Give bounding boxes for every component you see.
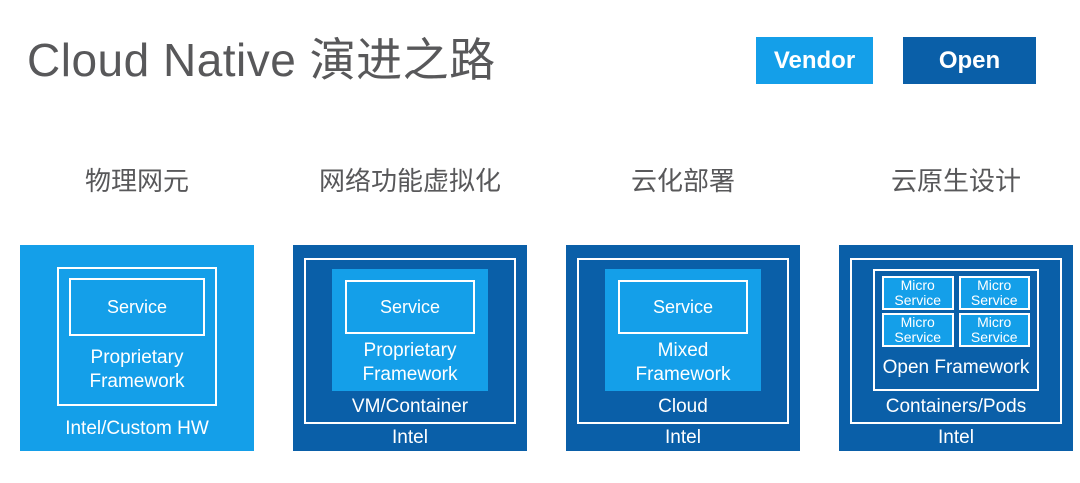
stage-nfv: 网络功能虚拟化 Service Proprietary Framework VM… (293, 155, 527, 451)
service-box: Service (345, 280, 475, 334)
framework-label: Open Framework (882, 357, 1030, 379)
micro-service-label: Micro Service (894, 313, 942, 345)
micro-service-label: Micro Service (970, 276, 1018, 308)
micro-service-box: Micro Service (958, 313, 1030, 347)
platform-label: Intel (938, 426, 974, 448)
framework-label: Proprietary Framework (345, 334, 475, 391)
service-box: Service (618, 280, 748, 334)
micro-service-box: Micro Service (882, 313, 954, 347)
legend-vendor-button: Vendor (756, 37, 873, 84)
stages-row: 物理网元 Service Proprietary Framework Intel… (20, 155, 1073, 451)
page-title: Cloud Native 演进之路 (27, 34, 496, 86)
framework-box-physical: Service Proprietary Framework (57, 267, 217, 406)
stage-box-nfv: Service Proprietary Framework VM/Contain… (293, 245, 527, 451)
runtime-label: Containers/Pods (885, 395, 1027, 417)
stage-header-cloud-native: 云原生设计 (890, 166, 1021, 196)
stage-header-nfv: 网络功能虚拟化 (318, 166, 501, 196)
framework-label: Proprietary Framework (69, 336, 205, 404)
micro-service-box: Micro Service (882, 276, 954, 310)
stage-cloud-native: 云原生设计 Micro Service Micro Service Micro … (839, 155, 1073, 451)
runtime-label: VM/Container (351, 395, 469, 417)
runtime-label: Cloud (658, 395, 708, 417)
micro-service-grid: Micro Service Micro Service Micro Servic… (882, 276, 1030, 347)
framework-label: Mixed Framework (618, 334, 748, 391)
platform-label: Intel (392, 426, 428, 448)
stage-physical: 物理网元 Service Proprietary Framework Intel… (20, 155, 254, 451)
framework-label-text: Mixed Framework (635, 339, 731, 385)
framework-label-text: Proprietary Framework (89, 347, 185, 392)
stage-box-cloud: Service Mixed Framework Cloud Intel (566, 245, 800, 451)
platform-label: Intel (665, 426, 701, 448)
legend-open-button: Open (903, 37, 1036, 84)
framework-label-text: Proprietary Framework (362, 339, 458, 385)
micro-service-label: Micro Service (894, 276, 942, 308)
service-box: Service (69, 278, 205, 336)
platform-label: Intel/Custom HW (65, 417, 209, 439)
stage-header-physical: 物理网元 (84, 166, 189, 196)
framework-box-nfv: Service Proprietary Framework (332, 269, 488, 391)
legend: Vendor Open (756, 37, 1036, 84)
stage-box-cloud-native: Micro Service Micro Service Micro Servic… (839, 245, 1073, 451)
runtime-box-cloud: Service Mixed Framework Cloud (577, 258, 789, 424)
framework-box-mixed: Service Mixed Framework (605, 269, 761, 391)
stage-cloud-deploy: 云化部署 Service Mixed Framework Cloud Intel (566, 155, 800, 451)
stage-header-cloud-deploy: 云化部署 (630, 166, 735, 196)
framework-box-open: Micro Service Micro Service Micro Servic… (873, 269, 1039, 391)
micro-service-label: Micro Service (970, 313, 1018, 345)
runtime-box-vm-container: Service Proprietary Framework VM/Contain… (304, 258, 516, 424)
runtime-box-containers-pods: Micro Service Micro Service Micro Servic… (850, 258, 1062, 424)
micro-service-box: Micro Service (958, 276, 1030, 310)
stage-box-physical-hw: Service Proprietary Framework Intel/Cust… (20, 245, 254, 451)
